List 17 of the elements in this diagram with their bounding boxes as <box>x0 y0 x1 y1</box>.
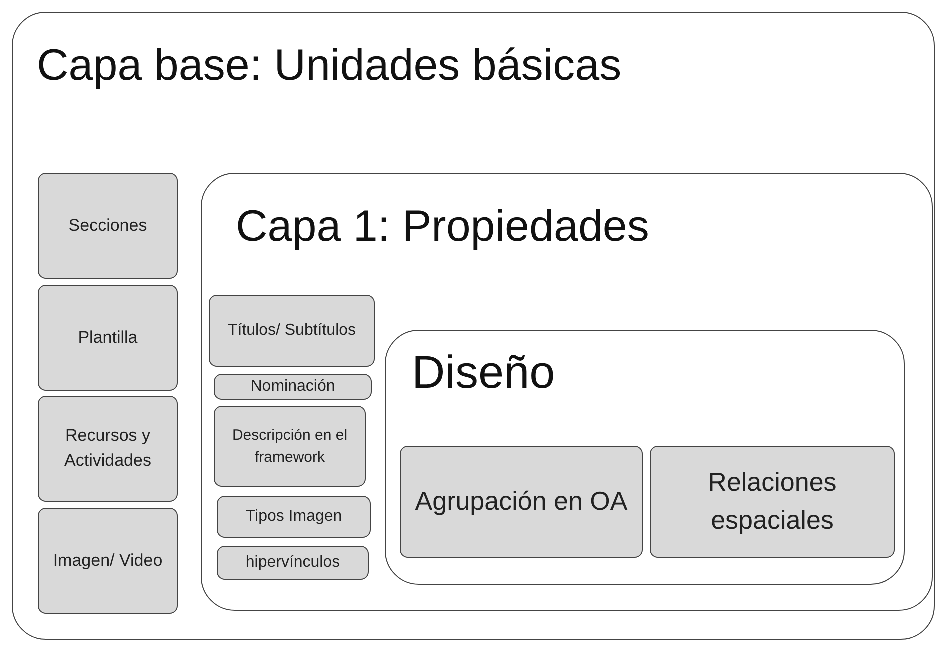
layer-panel <box>12 12 935 640</box>
category-card: Plantilla <box>38 285 178 391</box>
category-card: Títulos/ Subtítulos <box>209 295 375 367</box>
layer-title: Capa base: Unidades básicas <box>37 41 622 91</box>
layer-title: Capa 1: Propiedades <box>236 202 650 252</box>
category-card: Descripción en el framework <box>214 406 366 487</box>
category-card: Recursos y Actividades <box>38 396 178 502</box>
category-card: Imagen/ Video <box>38 508 178 614</box>
category-card: Relaciones espaciales <box>650 446 895 558</box>
layer-panel <box>201 173 933 611</box>
category-card: Secciones <box>38 173 178 279</box>
category-card: hipervínculos <box>217 546 369 580</box>
category-card: Tipos Imagen <box>217 496 371 538</box>
layer-title: Diseño <box>412 345 556 399</box>
category-card: Nominación <box>214 374 372 400</box>
layer-panel <box>385 330 905 585</box>
category-card: Agrupación en OA <box>400 446 643 558</box>
